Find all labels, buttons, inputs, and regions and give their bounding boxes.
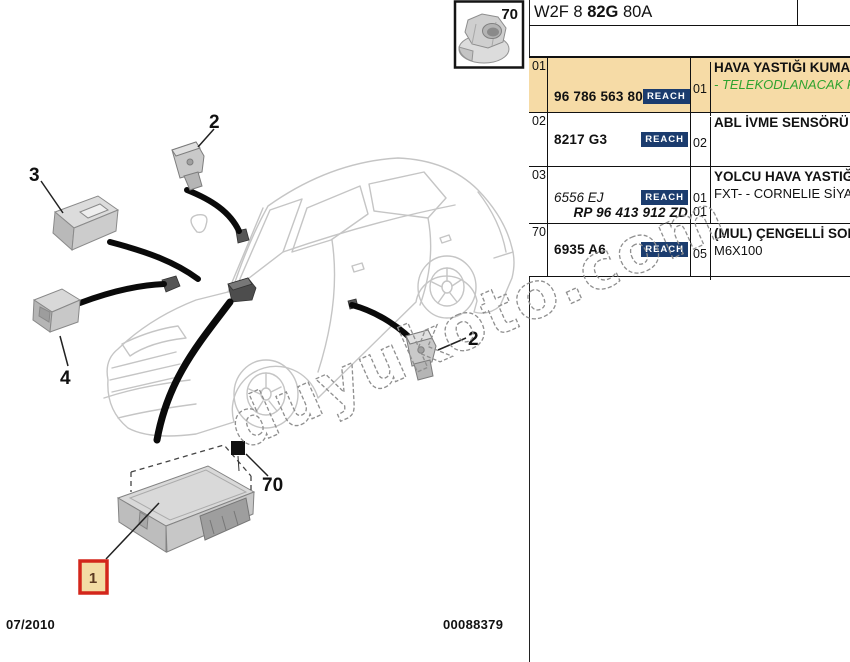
- table-row[interactable]: 70 6935 A6 REACH 05 (MUL) ÇENGELLİ SOMUN…: [529, 223, 850, 280]
- quantity-cell: 05: [691, 227, 711, 280]
- left-module[interactable]: [52, 195, 120, 252]
- part-description: HAVA YASTIĞI KUMAND: [714, 60, 850, 75]
- selected-part-marker[interactable]: 1: [78, 559, 109, 595]
- airbag-control-unit[interactable]: [116, 465, 256, 553]
- replacement-part-number: RP 96 413 912 ZD: [573, 204, 688, 220]
- nut-thumbnail[interactable]: 70: [453, 0, 525, 69]
- footer-document-number: 00088379: [443, 617, 504, 632]
- description-cell: ABL İVME SENSÖRÜ: [711, 113, 850, 167]
- parts-table: 01 96 786 563 80 REACH 01 HAVA YASTIĞI K…: [529, 56, 850, 280]
- row-index: 01: [529, 58, 548, 112]
- callout-left-module[interactable]: 3: [29, 165, 40, 186]
- description-cell: (MUL) ÇENGELLİ SOMUN M6X100: [711, 224, 850, 277]
- part-number-cell: 8217 G3 REACH: [548, 112, 691, 166]
- footer-date: 07/2010: [6, 617, 56, 632]
- part-number-cell: 6556 EJ REACH RP 96 413 912 ZD: [548, 167, 691, 223]
- part-description: (MUL) ÇENGELLİ SOMUN: [714, 225, 850, 241]
- description-cell: HAVA YASTIĞI KUMAND - TELEKODLANACAK P: [711, 58, 850, 112]
- description-cell: YOLCU HAVA YASTIĞI FXT- - CORNELIE SİYAH: [711, 167, 850, 223]
- selected-part-number: 1: [89, 570, 97, 587]
- nut-thumbnail-label: 70: [501, 6, 518, 23]
- flanged-nut-icon: [458, 13, 510, 64]
- callout-right-sensor[interactable]: 2: [468, 329, 479, 350]
- row-index: 70: [529, 223, 548, 276]
- leader-curves: [77, 187, 422, 444]
- part-number-cell: 96 786 563 80 REACH: [548, 58, 691, 112]
- reach-badge[interactable]: REACH: [641, 131, 688, 147]
- header-row: W2F 8 82G 80A: [529, 0, 850, 26]
- row-index: 02: [529, 112, 548, 166]
- part-number: 6935 A6: [554, 242, 606, 258]
- callout-left-connector[interactable]: 4: [60, 368, 71, 389]
- table-row[interactable]: 01 96 786 563 80 REACH 01 HAVA YASTIĞI K…: [529, 58, 850, 116]
- bolt-mark: [231, 441, 245, 455]
- callout-top-sensor[interactable]: 2: [209, 112, 220, 133]
- part-number: 8217 G3: [554, 131, 608, 147]
- front-impact-sensor[interactable]: [171, 141, 205, 191]
- table-row[interactable]: 02 8217 G3 REACH 02 ABL İVME SENSÖRÜ: [529, 112, 850, 170]
- car-illustration: [103, 157, 515, 437]
- quantity-cell: 02: [691, 116, 711, 170]
- callout-nut[interactable]: 70: [262, 475, 283, 496]
- reference-code: W2F 8 82G 80A: [534, 3, 653, 21]
- row-index: 03: [529, 167, 548, 223]
- part-number-cell: 6935 A6 REACH: [548, 223, 691, 276]
- quantity-cell: 01 01: [691, 167, 711, 223]
- quantity-cell: 01: [691, 62, 711, 116]
- part-number: 96 786 563 80: [554, 88, 643, 104]
- header-cell-divider: [797, 0, 798, 25]
- part-note: - TELEKODLANACAK P: [714, 77, 850, 92]
- page-divider: [529, 0, 530, 662]
- table-row[interactable]: 03 6556 EJ REACH RP 96 413 912 ZD 01 01 …: [529, 167, 850, 224]
- part-number: 6556 EJ: [554, 189, 604, 205]
- callout-lines: [40, 128, 467, 560]
- left-connector[interactable]: [32, 288, 82, 333]
- reach-badge[interactable]: REACH: [641, 189, 688, 205]
- part-description: YOLCU HAVA YASTIĞI: [714, 169, 850, 184]
- right-impact-sensor[interactable]: [405, 329, 437, 381]
- reach-badge[interactable]: REACH: [642, 88, 690, 104]
- parts-diagram: 2 3 4 2 70 1 70: [29, 0, 525, 595]
- reach-badge[interactable]: REACH: [641, 242, 688, 258]
- part-variant: FXT- - CORNELIE SİYAH: [714, 186, 850, 201]
- part-size: M6X100: [714, 242, 763, 258]
- part-description: ABL İVME SENSÖRÜ: [714, 114, 849, 130]
- mounting-plane: [130, 441, 252, 492]
